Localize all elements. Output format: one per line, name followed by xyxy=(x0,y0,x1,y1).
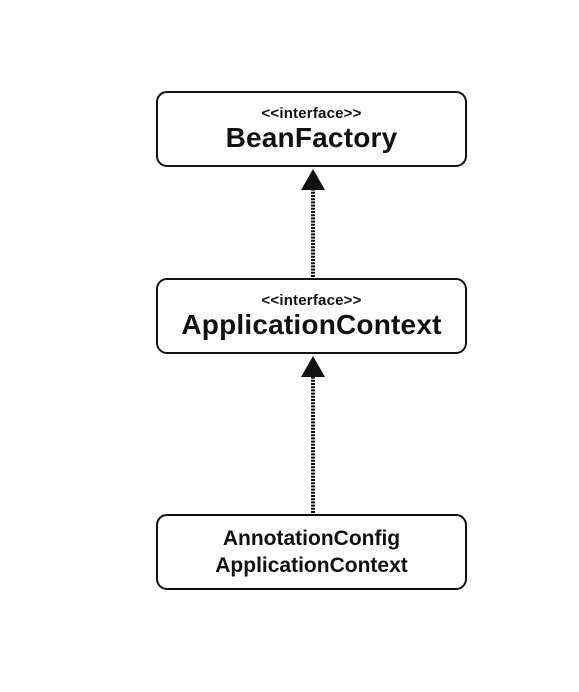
applicationcontext-stereotype: <<interface>> xyxy=(261,291,362,309)
annotation-title-line2: ApplicationContext xyxy=(215,554,408,577)
applicationcontext-title: ApplicationContext xyxy=(181,308,442,340)
arrowhead-applicationcontext xyxy=(301,356,325,377)
beanfactory-title: BeanFactory xyxy=(225,121,398,153)
beanfactory-node: <<interface>> BeanFactory xyxy=(156,91,467,167)
annotation-title-line1: AnnotationConfig xyxy=(222,527,401,550)
annotationconfigapplicationcontext-node: AnnotationConfig ApplicationContext xyxy=(156,514,467,590)
beanfactory-stereotype: <<interface>> xyxy=(261,104,362,122)
applicationcontext-node: <<interface>> ApplicationContext xyxy=(156,278,467,354)
arrowhead-beanfactory xyxy=(301,169,325,190)
